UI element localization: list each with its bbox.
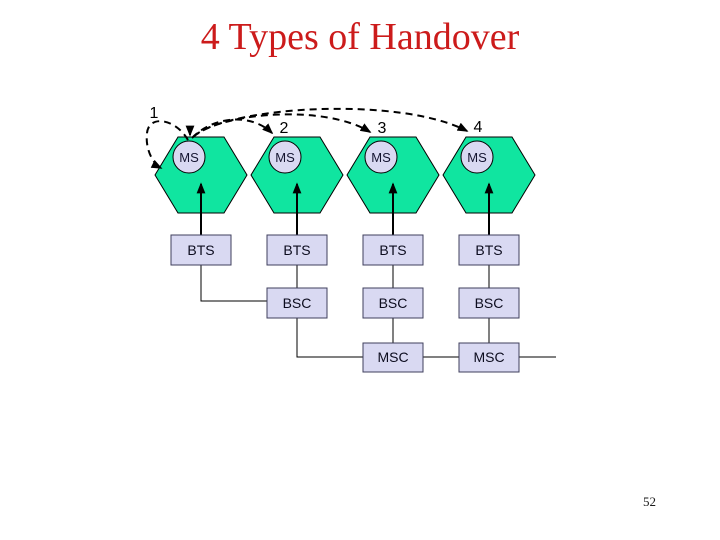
bts-label-3: BTS [379, 242, 406, 258]
bsc-box-1 [266, 287, 328, 319]
bts-row: BTS BTS BTS BTS [170, 234, 520, 266]
ms-label-1: MS [179, 150, 199, 165]
slide-title: 4 Types of Handover [200, 16, 520, 58]
bts-box-3 [362, 234, 424, 266]
ms-node-2 [268, 140, 302, 174]
type-label-2: 2 [280, 120, 289, 137]
wire-bts1-bsc2 [200, 265, 267, 302]
bsc-label-1: BSC [283, 295, 312, 311]
ms-label-3: MS [371, 150, 391, 165]
ms-label-2: MS [275, 150, 295, 165]
msc-row: MSC MSC [362, 342, 520, 373]
msc-box-1 [362, 342, 424, 373]
bts-label-4: BTS [475, 242, 502, 258]
bts-box-4 [458, 234, 520, 266]
ms-label-4: MS [467, 150, 487, 165]
wire-bsc2-msc3 [296, 318, 363, 358]
bsc-box-2 [362, 287, 424, 319]
bsc-box-3 [458, 287, 520, 319]
ms-node-1 [172, 140, 206, 174]
bts-label-2: BTS [283, 242, 310, 258]
handover-arcs: 1 2 3 4 [145, 105, 483, 169]
uplink-arrows [196, 182, 494, 236]
page-number: 52 [643, 494, 656, 509]
msc-label-2: MSC [473, 349, 504, 365]
bts-box-2 [266, 234, 328, 266]
type-label-4: 4 [474, 119, 483, 136]
bts-label-1: BTS [187, 242, 214, 258]
ms-node-4 [460, 140, 494, 174]
bsc-row: BSC BSC BSC [266, 287, 520, 319]
handover-arc-4 [193, 107, 469, 137]
network-wires [200, 265, 556, 358]
handover-loop-1 [145, 120, 189, 169]
msc-box-2 [458, 342, 520, 373]
bsc-label-3: BSC [475, 295, 504, 311]
ms-nodes: MS MS MS MS [172, 140, 494, 174]
msc-label-1: MSC [377, 349, 408, 365]
bsc-label-2: BSC [379, 295, 408, 311]
type-label-3: 3 [378, 120, 387, 137]
bts-box-1 [170, 234, 232, 266]
ms-node-3 [364, 140, 398, 174]
type-label-1: 1 [150, 105, 159, 122]
